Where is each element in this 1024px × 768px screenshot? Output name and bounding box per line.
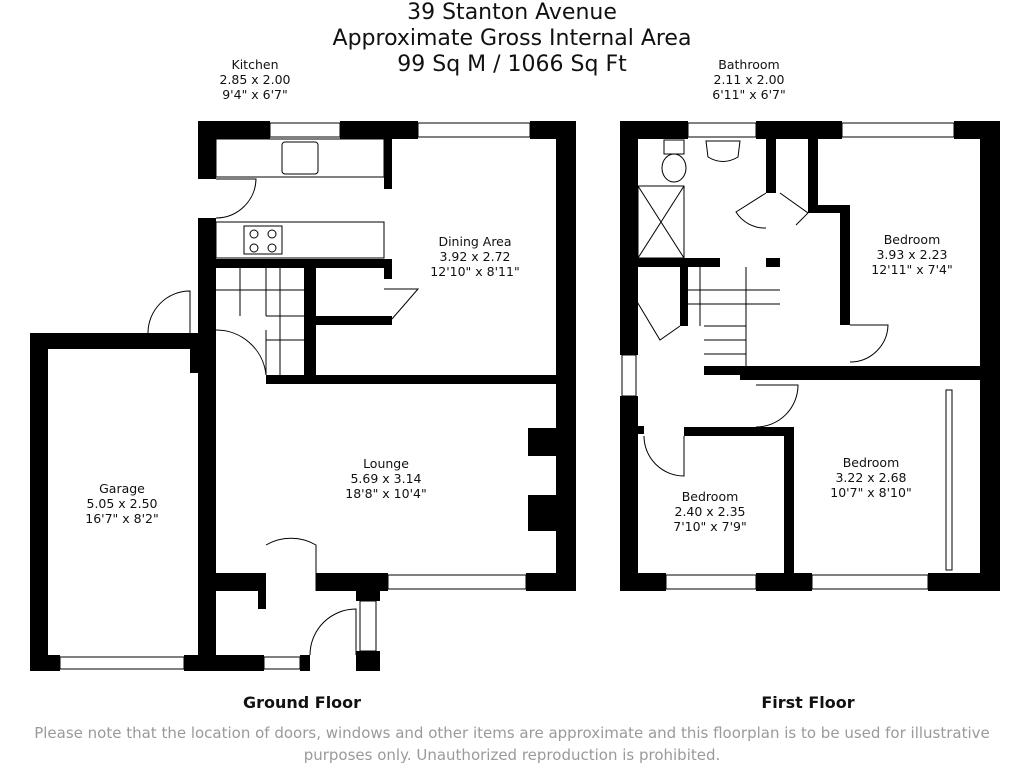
- dining-metric: 3.92 x 2.72: [439, 249, 511, 264]
- dining-imperial: 12'10" x 8'11": [430, 264, 520, 279]
- bedroom2-name: Bedroom: [842, 455, 900, 470]
- area-value: 99 Sq M / 1066 Sq Ft: [397, 52, 627, 77]
- bedroom2-imperial: 10'7" x 8'10": [830, 485, 912, 500]
- ground-floor-walls: [30, 121, 576, 671]
- kitchen-metric: 2.85 x 2.00: [219, 72, 291, 87]
- bedroom3-imperial: 7'10" x 7'9": [673, 519, 747, 534]
- bedroom3-label: Bedroom 2.40 x 2.35 7'10" x 7'9": [673, 489, 746, 534]
- bedroom1-metric: 3.93 x 2.23: [876, 247, 948, 262]
- garage-metric: 5.05 x 2.50: [86, 496, 158, 511]
- garage-imperial: 16'7" x 8'2": [85, 511, 159, 526]
- ground-floor-fixtures: [59, 122, 531, 670]
- bedroom1-imperial: 12'11" x 7'4": [871, 262, 953, 277]
- area-heading: Approximate Gross Internal Area: [332, 26, 692, 51]
- kitchen-label: Kitchen 2.85 x 2.00 9'4" x 6'7": [219, 57, 290, 102]
- bedroom2-label: Bedroom 3.22 x 2.68 10'7" x 8'10": [830, 455, 911, 500]
- kitchen-imperial: 9'4" x 6'7": [222, 87, 288, 102]
- kitchen-name: Kitchen: [231, 57, 279, 72]
- first-floor-caption: First Floor: [761, 693, 855, 712]
- disclaimer-line-1: Please note that the location of doors, …: [34, 724, 990, 742]
- bathroom-label: Bathroom 2.11 x 2.00 6'11" x 6'7": [712, 57, 785, 102]
- bathroom-metric: 2.11 x 2.00: [713, 72, 785, 87]
- bedroom1-name: Bedroom: [883, 232, 941, 247]
- disclaimer: Please note that the location of doors, …: [0, 722, 1024, 766]
- first-floor-walls: [620, 121, 1000, 591]
- bedroom1-label: Bedroom 3.93 x 2.23 12'11" x 7'4": [871, 232, 952, 277]
- lounge-metric: 5.69 x 3.14: [350, 471, 422, 486]
- bathroom-imperial: 6'11" x 6'7": [712, 87, 786, 102]
- dining-name: Dining Area: [438, 234, 512, 249]
- first-floor-fixtures: [621, 122, 955, 590]
- lounge-label: Lounge 5.69 x 3.14 18'8" x 10'4": [345, 456, 426, 501]
- bedroom3-name: Bedroom: [681, 489, 739, 504]
- lounge-imperial: 18'8" x 10'4": [345, 486, 427, 501]
- garage-name: Garage: [99, 481, 145, 496]
- bedroom2-metric: 3.22 x 2.68: [835, 470, 907, 485]
- plan-title: 39 Stanton Avenue: [407, 0, 617, 25]
- garage-label: Garage 5.05 x 2.50 16'7" x 8'2": [85, 481, 158, 526]
- ground-floor-caption: Ground Floor: [242, 693, 362, 712]
- bathroom-name: Bathroom: [718, 57, 780, 72]
- dining-label: Dining Area 3.92 x 2.72 12'10" x 8'11": [430, 234, 519, 279]
- lounge-name: Lounge: [363, 456, 409, 471]
- disclaimer-line-2: purposes only. Unauthorized reproduction…: [303, 746, 721, 764]
- bedroom3-metric: 2.40 x 2.35: [674, 504, 746, 519]
